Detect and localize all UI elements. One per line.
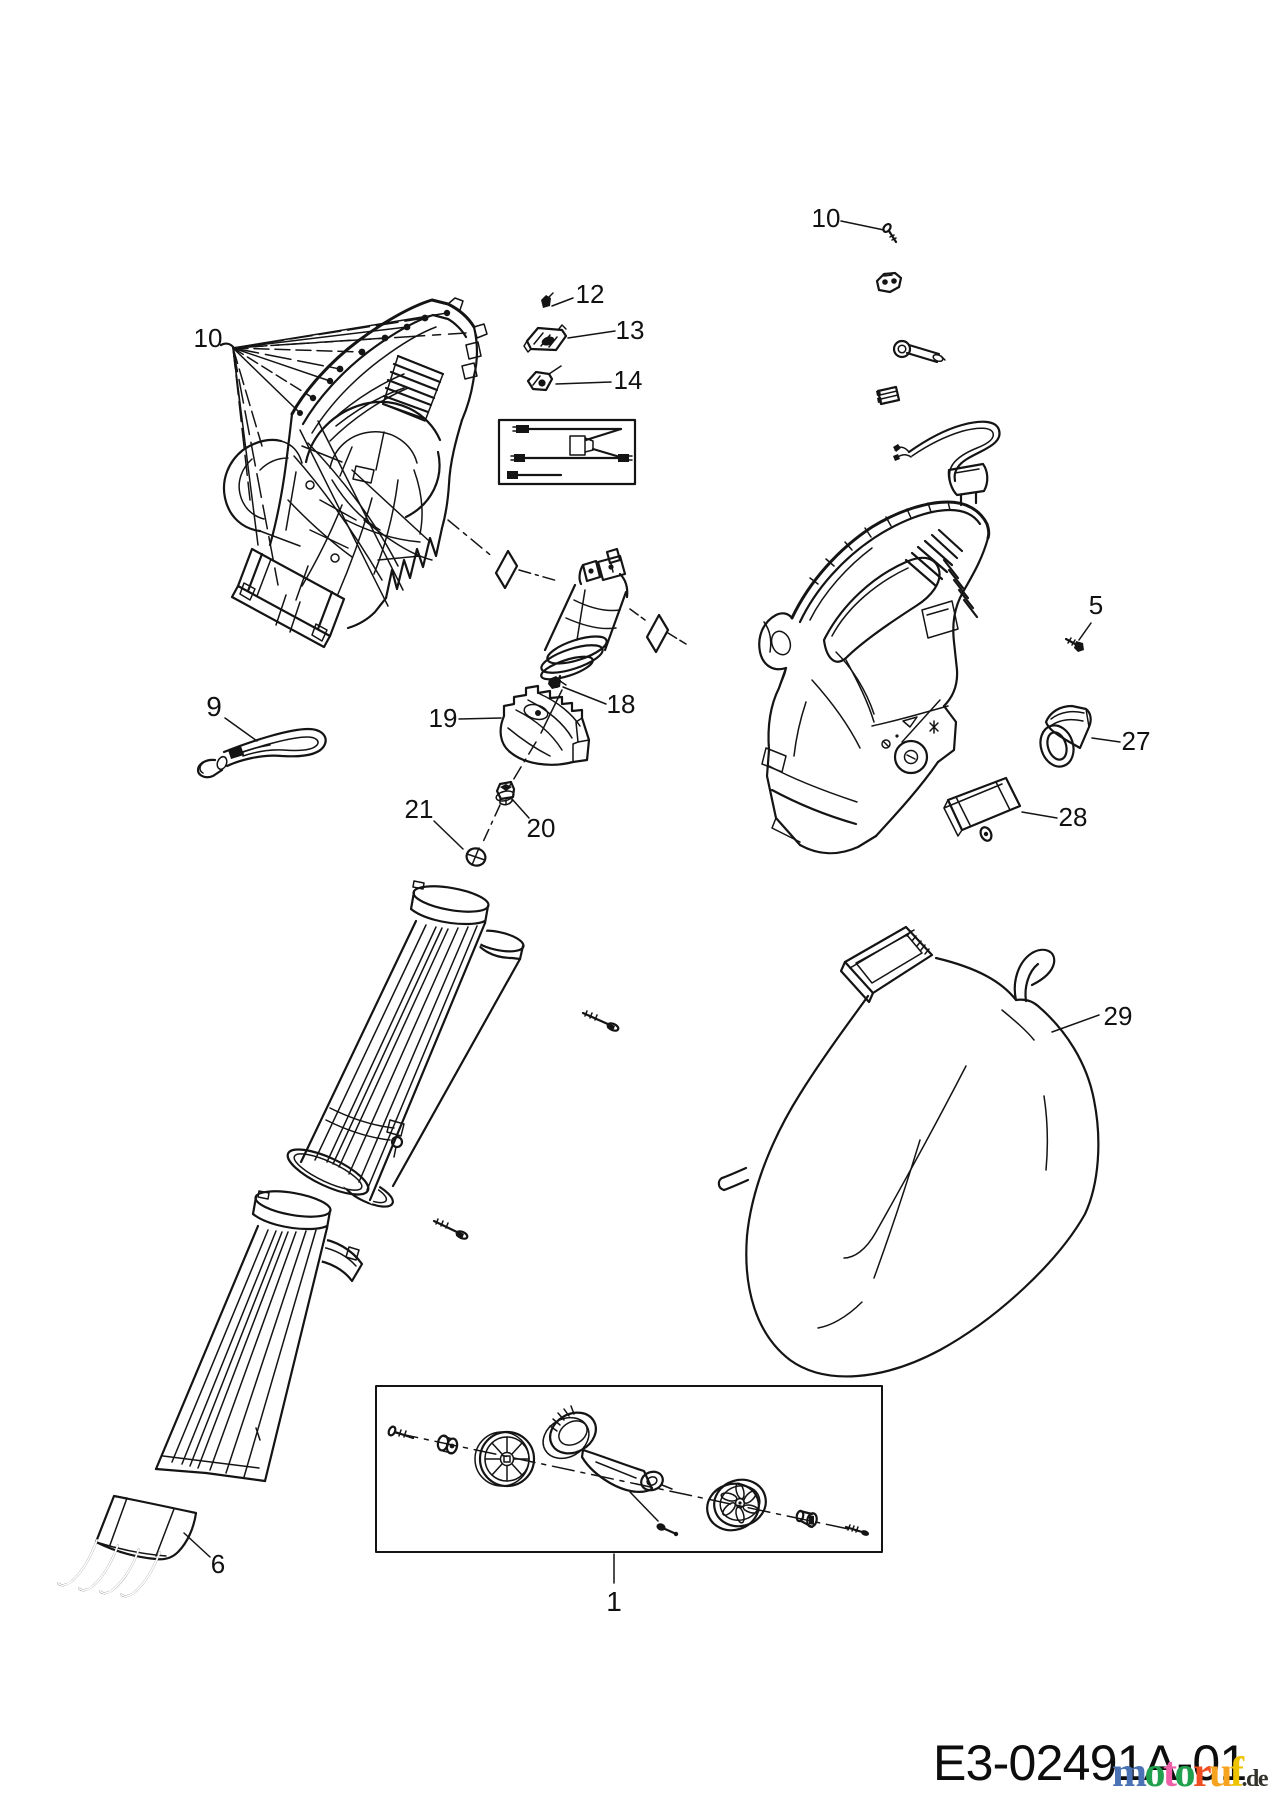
screw-12 (541, 292, 554, 308)
leader-10-right (840, 220, 885, 231)
kit-bushing (436, 1434, 459, 1455)
leader-19 (458, 717, 502, 720)
watermark-letter: u (1209, 1750, 1232, 1796)
switch-13 (523, 324, 568, 353)
screw-5 (1064, 637, 1084, 652)
watermark-suffix: .de (1242, 1766, 1269, 1792)
callout-labels: 10 12 13 14 18 19 20 21 9 10 5 27 28 29 … (194, 203, 1151, 1617)
kit-screw-right (844, 1524, 870, 1536)
leader-29 (1051, 1014, 1100, 1033)
leader-13 (567, 330, 616, 339)
label-6: 6 (211, 1549, 225, 1579)
leader-20 (511, 798, 530, 819)
watermark-letter: m (1112, 1750, 1147, 1796)
nozzle-6 (57, 1494, 198, 1598)
cable-clamp (875, 271, 903, 294)
kit-screw-left (387, 1425, 415, 1440)
label-27: 27 (1122, 726, 1151, 756)
upper-tube (286, 880, 525, 1208)
label-28: 28 (1059, 802, 1088, 832)
label-19: 19 (429, 703, 458, 733)
watermark-letter: r (1193, 1750, 1211, 1796)
wrist-strap-9 (196, 727, 327, 779)
housing-right-half (758, 500, 991, 855)
wheel-kit-box-1 (375, 1385, 883, 1553)
label-13: 13 (616, 315, 645, 345)
screw-10-right (882, 222, 898, 244)
kit-push-nut (795, 1509, 818, 1529)
clip-14 (526, 365, 562, 392)
brush-cover-right (645, 613, 670, 654)
terminal-block (876, 385, 901, 406)
label-12: 12 (576, 279, 605, 309)
drawing-code: E3-02491A-01 (933, 1735, 1246, 1791)
brush-cover-left (494, 549, 519, 590)
motor (540, 547, 629, 689)
leader-9 (224, 717, 258, 742)
watermark-letter: o (1145, 1750, 1165, 1796)
lower-tube (152, 1190, 364, 1484)
motor-assembly (447, 519, 687, 843)
hook-27 (1039, 704, 1092, 768)
leader-12 (551, 297, 574, 307)
label-5: 5 (1089, 590, 1103, 620)
label-10-right: 10 (812, 203, 841, 233)
label-20: 20 (527, 813, 556, 843)
label-29: 29 (1104, 1001, 1133, 1031)
kit-wheel-right (706, 1478, 767, 1532)
leader-18 (562, 686, 607, 705)
shoulder-bolt (892, 339, 946, 364)
lower-tube-collar (312, 1236, 364, 1283)
tube-screw-upper (581, 1010, 620, 1032)
label-10-left: 10 (194, 323, 223, 353)
leader-21 (433, 820, 464, 850)
kit-screw-bottom (656, 1523, 679, 1537)
power-cord (893, 420, 1001, 507)
leader-14 (555, 381, 612, 385)
bag-collar (839, 925, 934, 1004)
tube-screw-lower (432, 1218, 469, 1240)
bag-outline (745, 956, 1100, 1378)
kit-wheel-left (474, 1430, 536, 1488)
label-18: 18 (607, 689, 636, 719)
kit-box-frame (375, 1385, 883, 1553)
kit-axle-bracket (542, 1405, 673, 1522)
cord-retainer-28 (943, 776, 1022, 842)
leader-5 (1078, 622, 1092, 641)
label-14: 14 (614, 365, 643, 395)
cap-21 (465, 847, 487, 867)
label-9: 9 (206, 691, 222, 722)
label-1: 1 (606, 1586, 622, 1617)
housing-left-half (222, 297, 488, 649)
watermark-logo: motoruf.de (1112, 1750, 1269, 1796)
collection-bag-29 (717, 925, 1100, 1378)
callout-leaders (183, 220, 1121, 1584)
bolt-18 (548, 676, 567, 689)
watermark-letter: o (1175, 1750, 1195, 1796)
label-21: 21 (405, 794, 434, 824)
power-plug (947, 462, 989, 497)
impeller-19 (499, 684, 591, 766)
leader-27 (1091, 737, 1121, 743)
callout-fan-10-left (219, 312, 467, 586)
leader-28 (1021, 811, 1058, 819)
leader-6 (183, 1532, 211, 1558)
wiring-harness-box (497, 418, 637, 486)
